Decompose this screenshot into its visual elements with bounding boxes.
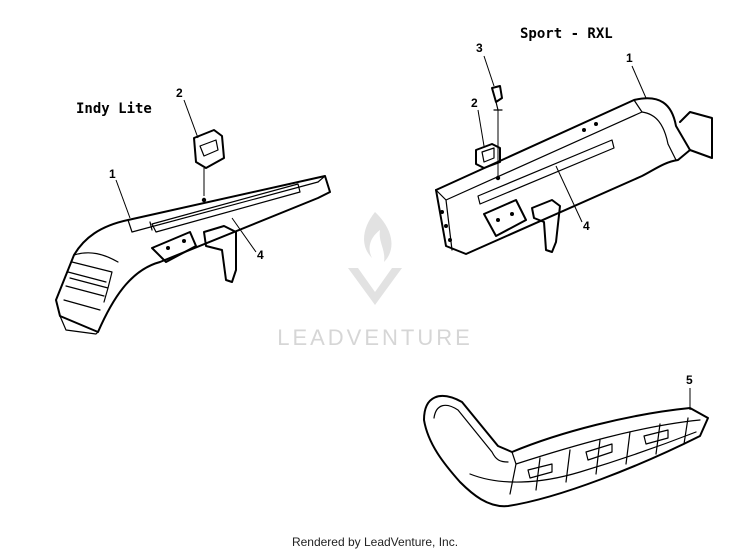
rxl-clip-part-2 — [475, 143, 501, 169]
leadventure-watermark: LEADVENTURE — [277, 212, 473, 350]
callout-rxl-2: 2 — [471, 96, 478, 110]
callout-rxl-1: 1 — [626, 51, 633, 65]
rxl-bumper-part-1 — [435, 97, 713, 255]
rxl-rivet-part-3 — [491, 85, 503, 176]
ski-part-5 — [423, 395, 709, 508]
sport-rxl-assembly: 3 2 1 4 — [435, 41, 713, 255]
callout-rxl-4: 4 — [583, 219, 590, 233]
indy-bumper-part-1 — [55, 175, 331, 335]
indy-lite-assembly: 2 1 4 — [55, 86, 331, 335]
watermark-text: LEADVENTURE — [277, 325, 473, 350]
callout-rxl-3: 3 — [476, 41, 483, 55]
rxl-bracket-part-4 — [483, 199, 561, 253]
callout-indy-1: 1 — [109, 167, 116, 181]
callout-indy-4: 4 — [257, 248, 264, 262]
assembly-title-indy-lite: Indy Lite — [76, 101, 152, 117]
indy-bracket-part-4 — [151, 225, 237, 283]
assembly-title-sport-rxl: Sport - RXL — [520, 26, 613, 42]
indy-clip-part-2 — [193, 129, 225, 196]
callout-ski-5: 5 — [686, 373, 693, 387]
footer-credit: Rendered by LeadVenture, Inc. — [291, 535, 459, 549]
callout-indy-2: 2 — [176, 86, 183, 100]
ski-assembly: 5 — [423, 373, 709, 508]
